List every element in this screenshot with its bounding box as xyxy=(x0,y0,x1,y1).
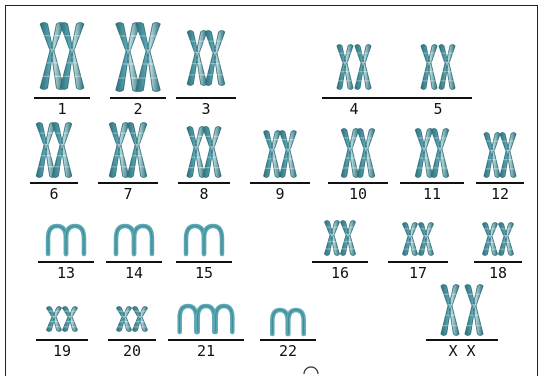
chromosome-pair-1: 1 xyxy=(34,23,90,119)
chromosome-icon xyxy=(339,129,362,178)
chromosome-icon xyxy=(184,31,210,86)
chromosome-icon xyxy=(198,306,215,332)
chromosome-icon xyxy=(134,226,152,254)
chromosome-pair-15: 15 xyxy=(176,226,232,282)
chromosome-icon xyxy=(322,221,342,256)
chromosome-icon xyxy=(277,131,299,178)
chromosome-pair-3: 3 xyxy=(176,31,236,119)
chromosome-icon xyxy=(413,129,436,178)
chromosome-pair-22: 22 xyxy=(260,310,316,360)
chromosome-pair-12: 12 xyxy=(476,133,524,204)
chromosome-number-label: 4 xyxy=(349,100,358,118)
chromosome-pair-20: 20 xyxy=(108,307,156,361)
chromosome-pair-17: 17 xyxy=(388,223,448,283)
chromosome-number-label: 22 xyxy=(279,342,297,360)
chromosome-pair-xx: X X xyxy=(426,285,498,361)
chromosome-icon xyxy=(429,129,452,178)
chromosome-icon xyxy=(352,45,373,90)
chromosome-icon xyxy=(180,306,197,332)
chromosome-pair-11: 11 xyxy=(400,129,464,204)
chromosome-icon xyxy=(462,285,486,336)
chromosome-number-label: 10 xyxy=(349,185,367,203)
chromosome-icon xyxy=(436,45,457,90)
chromosome-pair-13: 13 xyxy=(38,226,94,282)
chromosome-number-label: 8 xyxy=(199,185,208,203)
chromosome-icon xyxy=(216,306,233,332)
chromosome-number-label: 19 xyxy=(53,342,71,360)
chromosome-icon xyxy=(400,223,420,256)
chromosome-number-label: 17 xyxy=(409,264,427,282)
chromosome-number-label: 16 xyxy=(331,264,349,282)
chromosome-pair-18: 18 xyxy=(474,223,522,283)
chromosome-pair-2: 2 xyxy=(110,23,166,119)
chromosome-number-label: 20 xyxy=(123,342,141,360)
chromosome-icon xyxy=(202,31,228,86)
chromosome-number-label: 11 xyxy=(423,185,441,203)
chromosome-icon xyxy=(114,307,134,332)
chromosome-number-label: 13 xyxy=(57,264,75,282)
chromosome-pair-7: 7 xyxy=(98,123,158,204)
chromosome-icon xyxy=(130,307,150,332)
chromosome-icon xyxy=(106,123,132,178)
chromosome-icon xyxy=(481,133,502,178)
chromosome-icon xyxy=(60,307,80,332)
chromosome-icon xyxy=(416,223,436,256)
chromosome-number-label: 3 xyxy=(201,100,210,118)
chromosome-pair-16: 16 xyxy=(312,221,368,283)
chromosome-pair-10: 10 xyxy=(328,129,388,204)
chromosome-pair-6: 6 xyxy=(30,123,78,204)
chromosome-number-label: 1 xyxy=(57,100,66,118)
chromosome-pair-4: 4 xyxy=(322,45,386,119)
chromosome-number-label: 7 xyxy=(123,185,132,203)
chromosome-icon xyxy=(204,226,222,254)
chromosome-pair-8: 8 xyxy=(178,127,230,204)
chromosome-icon xyxy=(66,226,84,254)
chromosome-number-label: 6 xyxy=(49,185,58,203)
chromosome-icon xyxy=(116,226,134,254)
chromosome-pair-21: 21 xyxy=(168,306,244,360)
chromosome-number-label: 12 xyxy=(491,185,509,203)
chromosome-number-label: 9 xyxy=(275,185,284,203)
chromosome-number-label: 5 xyxy=(433,100,442,118)
chromosome-icon xyxy=(438,285,462,336)
chromosome-number-label: 15 xyxy=(195,264,213,282)
chromosome-icon xyxy=(334,45,355,90)
chromosome-number-label: X X xyxy=(448,342,475,360)
chromosome-number-label: 14 xyxy=(125,264,143,282)
chromosome-icon xyxy=(48,226,66,254)
chromosome-icon xyxy=(272,310,287,334)
chromosome-icon xyxy=(186,226,204,254)
chromosome-number-label: 18 xyxy=(489,264,507,282)
chromosome-pair-9: 9 xyxy=(250,131,310,204)
chromosome-icon xyxy=(480,223,500,256)
chromosome-icon xyxy=(497,133,518,178)
chromosome-number-label: 21 xyxy=(197,342,215,360)
cropped-circle-mark xyxy=(304,367,318,374)
chromosome-icon xyxy=(261,131,283,178)
chromosome-number-label: 2 xyxy=(133,100,142,118)
chromosome-icon xyxy=(496,223,516,256)
chromosome-pair-5: 5 xyxy=(406,45,470,119)
chromosome-icon xyxy=(124,123,150,178)
chromosome-pair-14: 14 xyxy=(106,226,162,282)
chromosome-icon xyxy=(355,129,378,178)
chromosome-icon xyxy=(288,310,303,334)
chromosome-icon xyxy=(338,221,358,256)
chromosome-icon xyxy=(44,307,64,332)
chromosome-pair-19: 19 xyxy=(36,307,88,361)
chromosome-icon xyxy=(418,45,439,90)
